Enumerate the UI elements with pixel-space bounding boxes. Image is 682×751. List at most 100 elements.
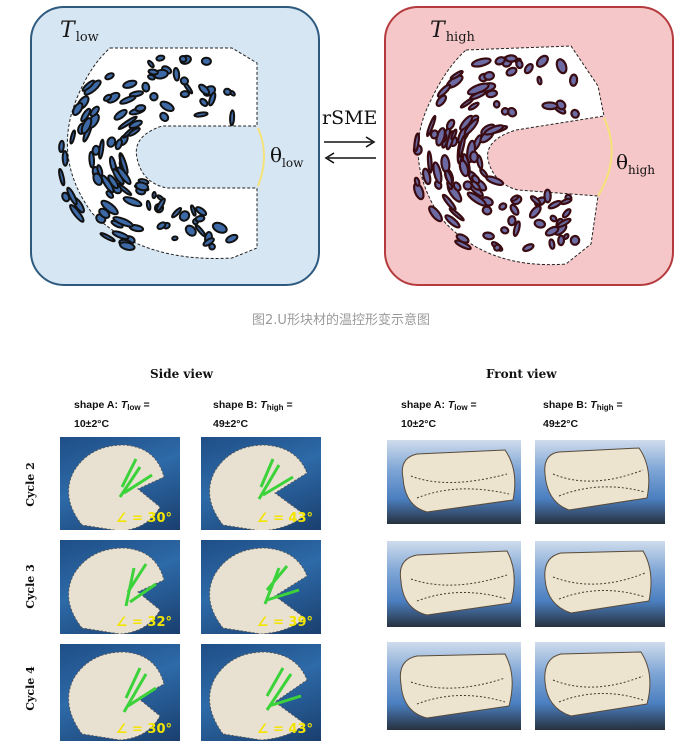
side-photo-b-cycle-2: ∠ = 43° bbox=[201, 437, 321, 530]
pore-cell bbox=[529, 195, 542, 206]
pore-cell bbox=[193, 111, 209, 118]
pore-cell bbox=[134, 104, 147, 113]
angle-label: ∠ = 30° bbox=[115, 722, 172, 737]
pore-cell bbox=[184, 224, 197, 237]
pore-cell bbox=[147, 59, 155, 69]
pore-cell bbox=[481, 205, 493, 216]
angle-label: ∠ = 30° bbox=[115, 511, 172, 526]
pore-cell bbox=[107, 174, 120, 190]
pore-cell bbox=[432, 161, 443, 185]
pore-cell bbox=[568, 73, 579, 87]
front-photo-a-cycle-2 bbox=[387, 440, 521, 524]
pore-cell bbox=[444, 169, 454, 186]
pore-cell bbox=[151, 191, 157, 200]
pore-cell bbox=[522, 243, 535, 253]
side-photo-a-cycle-4: ∠ = 30° bbox=[60, 644, 180, 741]
side-photo-a-cycle-2: ∠ = 30° bbox=[60, 437, 180, 530]
theta-low-label: θlow bbox=[270, 143, 304, 170]
pore-cell bbox=[541, 101, 559, 111]
pore-cell bbox=[450, 128, 458, 141]
pore-cell bbox=[128, 119, 143, 130]
side-photo-b-cycle-4: ∠ = 43° bbox=[201, 644, 321, 741]
pore-cell bbox=[117, 115, 138, 131]
pore-cell bbox=[111, 230, 130, 240]
front-photo-b-cycle-3 bbox=[535, 541, 665, 627]
pore-cell bbox=[71, 101, 84, 117]
pore-cell bbox=[555, 58, 568, 75]
pore-cell bbox=[179, 90, 190, 99]
cycle-3-label: Cycle 3 bbox=[23, 564, 37, 609]
side-photo-b-cycle-3: ∠ = 39° bbox=[201, 540, 321, 634]
pore-cell bbox=[229, 109, 236, 127]
pore-cell bbox=[122, 196, 143, 208]
pore-cell bbox=[504, 54, 518, 63]
figure-caption: 图2.U形块材的温控形变示意图 bbox=[252, 313, 430, 328]
pore-cell bbox=[141, 81, 151, 93]
pore-cell bbox=[429, 129, 439, 140]
pore-cell bbox=[89, 105, 100, 118]
pore-cell bbox=[81, 79, 96, 92]
pore-cell bbox=[155, 197, 166, 212]
pore-cell bbox=[145, 199, 152, 211]
pore-cell bbox=[458, 159, 470, 178]
front-shape-a-label: shape A: Tlow =10±2°C bbox=[401, 399, 477, 430]
pore-cell bbox=[509, 194, 520, 203]
pore-cell bbox=[444, 214, 461, 229]
front-view-title: Front view bbox=[486, 367, 557, 381]
pore-cell bbox=[547, 199, 562, 210]
pore-cell bbox=[113, 108, 128, 121]
pore-cell bbox=[500, 107, 510, 116]
pore-cell bbox=[171, 235, 179, 242]
t-high-label: Thigh bbox=[430, 18, 475, 45]
pore-cell bbox=[211, 221, 228, 234]
pore-cell bbox=[507, 215, 517, 227]
angle-label: ∠ = 32° bbox=[115, 615, 172, 630]
side-shape-a-label: shape A: Tlow =10±2°C bbox=[74, 399, 150, 430]
pore-cell bbox=[485, 175, 505, 186]
pore-cell bbox=[561, 208, 572, 219]
pore-cell bbox=[536, 75, 543, 86]
pore-cell bbox=[445, 118, 456, 131]
pore-cell bbox=[98, 138, 105, 160]
pore-cell bbox=[426, 150, 433, 174]
pore-cell bbox=[159, 100, 175, 113]
pore-cell bbox=[413, 176, 421, 187]
t-low-panel: Tlow θlow bbox=[30, 6, 320, 286]
pore-cell bbox=[106, 136, 117, 148]
pore-cell bbox=[199, 97, 209, 107]
pore-cell bbox=[69, 204, 85, 223]
u-shape-low-graphic bbox=[58, 47, 265, 259]
pore-cell bbox=[555, 99, 567, 111]
pore-cell bbox=[99, 232, 116, 243]
pore-cell bbox=[413, 132, 420, 153]
side-shape-b-label: shape B: Thigh =49±2°C bbox=[213, 399, 293, 430]
pore-cell bbox=[179, 76, 190, 86]
pore-cell bbox=[178, 210, 191, 222]
pore-cell bbox=[428, 205, 443, 223]
pore-cell bbox=[112, 216, 134, 228]
pore-cell bbox=[483, 70, 495, 81]
pore-cell bbox=[114, 138, 123, 151]
front-photo-b-cycle-2 bbox=[535, 440, 665, 524]
pore-cell bbox=[102, 93, 113, 102]
pore-cell bbox=[100, 199, 119, 216]
pore-cell bbox=[570, 108, 580, 119]
pore-cell bbox=[425, 114, 437, 138]
pore-cell bbox=[535, 54, 549, 68]
pore-cell bbox=[515, 59, 524, 70]
pore-cell bbox=[523, 62, 534, 75]
pore-cell bbox=[449, 70, 464, 81]
pore-cell bbox=[557, 234, 566, 247]
pore-cell bbox=[156, 221, 167, 230]
pore-cell bbox=[178, 55, 188, 63]
angle-label: ∠ = 39° bbox=[256, 615, 313, 630]
pore-cell bbox=[556, 217, 572, 229]
pore-cell bbox=[194, 214, 206, 223]
cycle-4-label: Cycle 4 bbox=[23, 666, 37, 711]
pore-cell bbox=[470, 180, 481, 191]
pore-cell bbox=[171, 207, 183, 219]
reversible-arrows bbox=[324, 136, 376, 164]
pore-cell bbox=[225, 233, 239, 244]
pore-cell bbox=[155, 54, 166, 62]
u-shape-high-graphic bbox=[412, 45, 613, 266]
